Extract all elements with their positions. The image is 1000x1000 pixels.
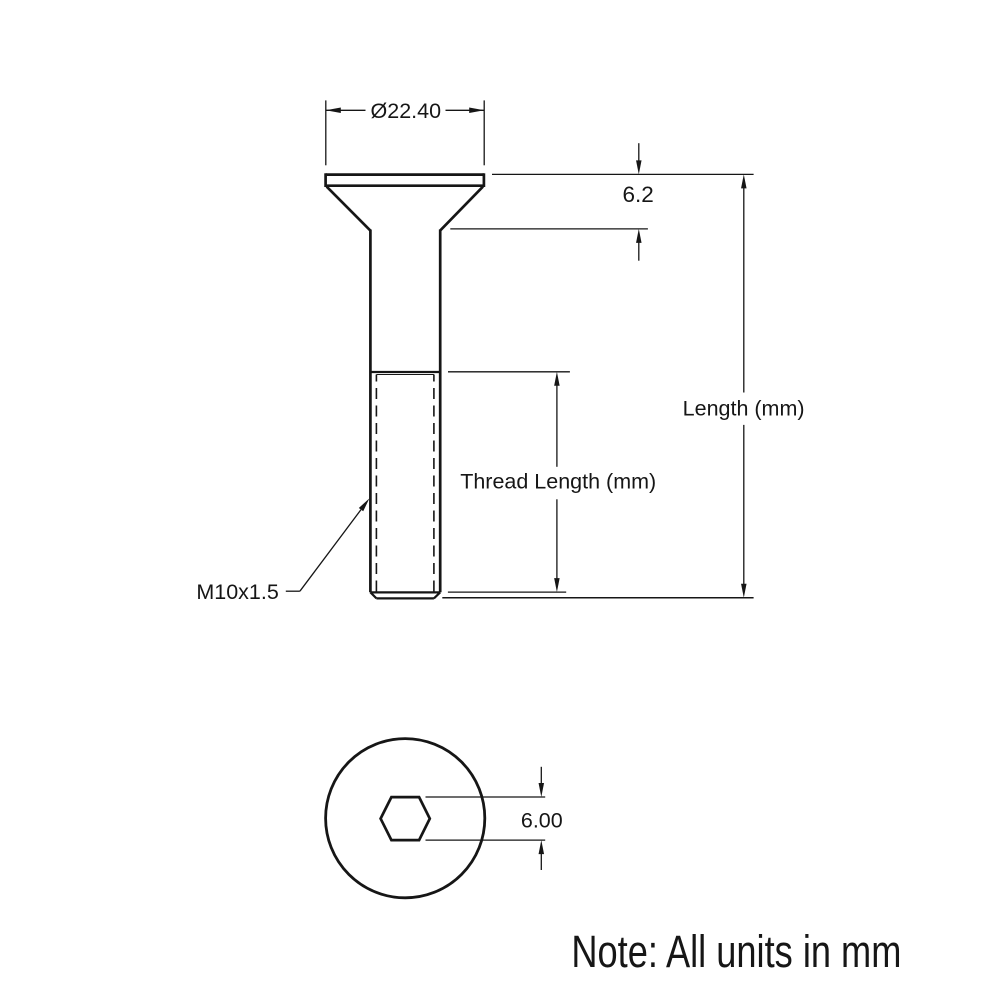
svg-text:Thread Length (mm): Thread Length (mm) xyxy=(460,470,656,494)
svg-text:Ø22.40: Ø22.40 xyxy=(371,99,442,123)
svg-text:M10x1.5: M10x1.5 xyxy=(196,580,279,604)
svg-text:6.00: 6.00 xyxy=(521,809,563,833)
svg-text:Note: All units in mm: Note: All units in mm xyxy=(571,926,901,977)
svg-text:6.2: 6.2 xyxy=(623,182,654,207)
svg-text:Length (mm): Length (mm) xyxy=(683,396,805,420)
